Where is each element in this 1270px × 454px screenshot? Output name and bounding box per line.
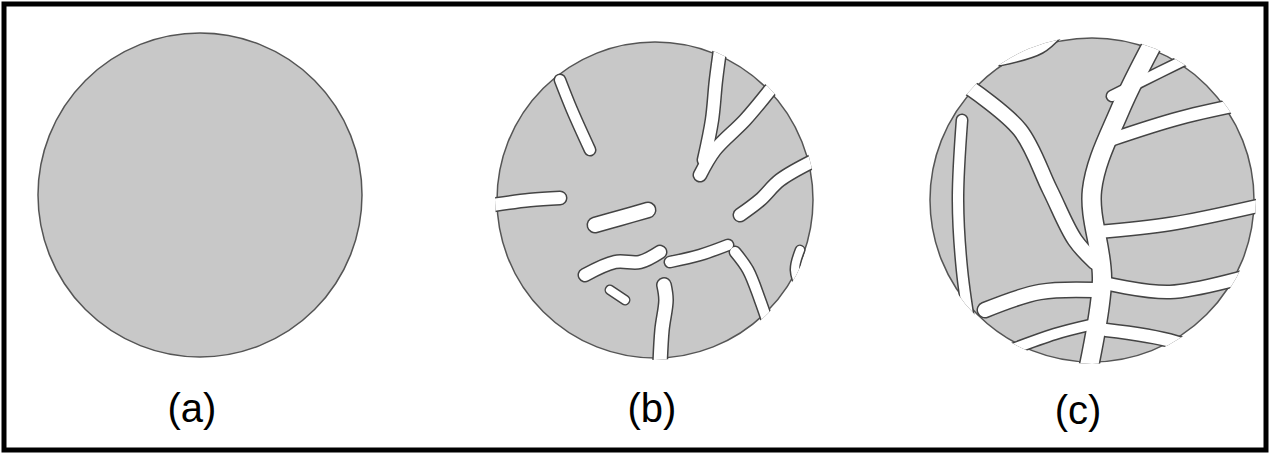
cracked-disc	[492, 36, 815, 365]
intact-disc	[38, 33, 362, 357]
fragmented-disc	[930, 30, 1262, 380]
panel-label: (b)	[628, 386, 677, 430]
panel-label: (c)	[1055, 388, 1102, 432]
panel-label: (a)	[168, 386, 217, 430]
frame	[4, 4, 1266, 450]
